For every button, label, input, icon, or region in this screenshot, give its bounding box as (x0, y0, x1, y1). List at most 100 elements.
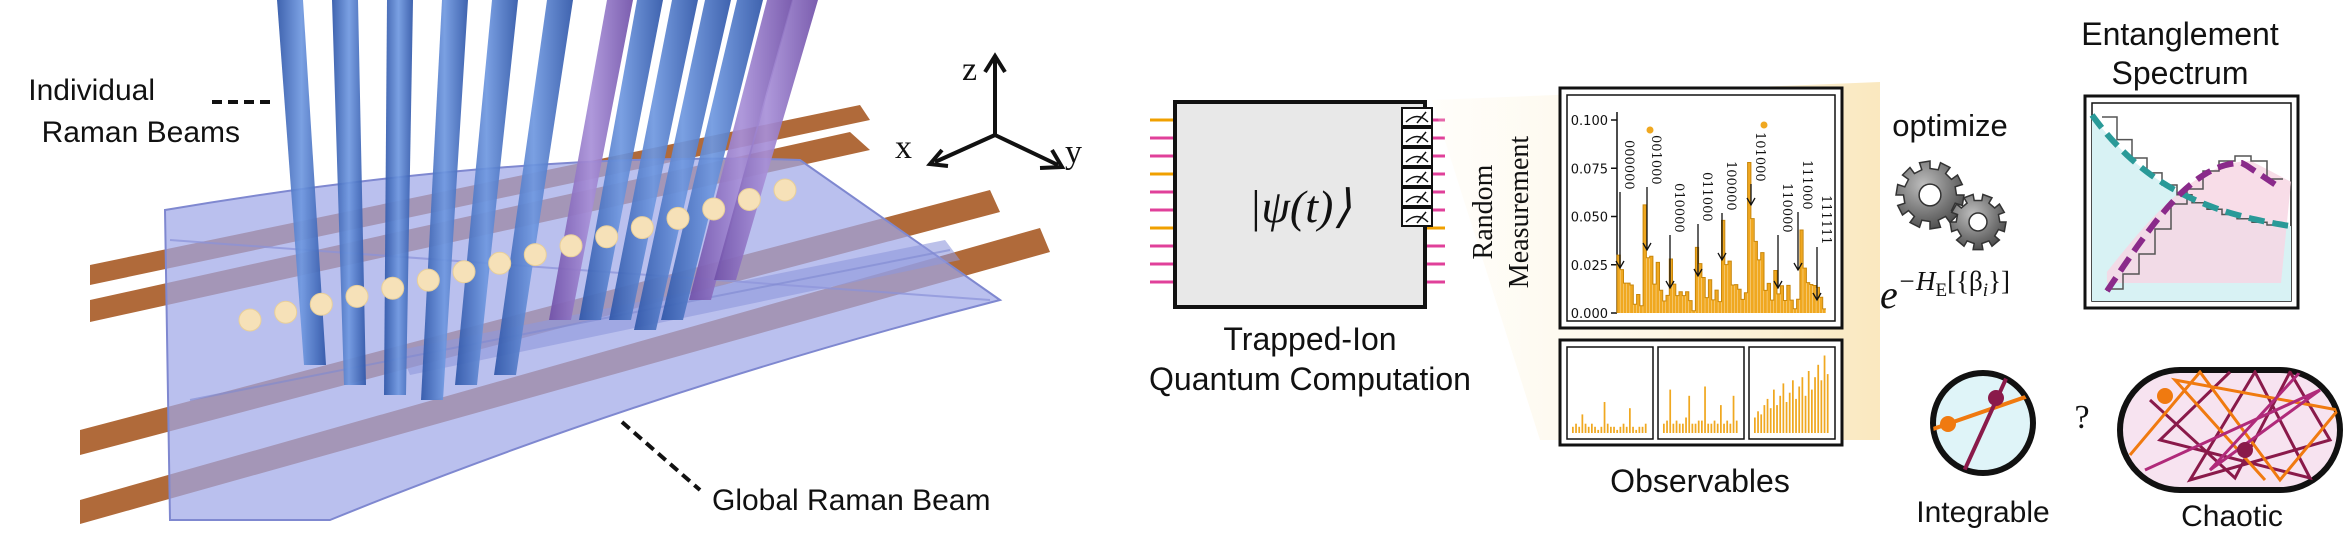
random-measurement-block: Random Measurement 0.1000.0750.0500.0250… (1432, 82, 1880, 499)
histogram-bar (1819, 297, 1823, 313)
observable-bar (1814, 377, 1816, 433)
observable-bar (1641, 426, 1644, 433)
histogram-bar (1685, 291, 1689, 313)
histogram-bar (1620, 269, 1624, 313)
bitstring-label: 111000 (1799, 160, 1814, 210)
histogram-bar (1672, 284, 1676, 313)
spectrum-title-line1: Entanglement (2081, 16, 2279, 52)
meter-needle (1416, 111, 1427, 124)
gear-icon-hub (1918, 183, 1942, 207)
spectrum-title-line2: Spectrum (2112, 55, 2249, 91)
arrow-head (1642, 242, 1652, 252)
entanglement-hamiltonian-formula: e−HE[{βi}] (1880, 266, 2010, 317)
ion (630, 216, 654, 240)
observable-bar (1795, 398, 1797, 433)
gear-icon-hub (1968, 212, 1988, 232)
observable-bar (1597, 429, 1600, 433)
histogram-bar (1708, 279, 1712, 313)
observable-bar (1584, 423, 1587, 433)
optimize-block: optimize e−HE[{βi}] (1880, 108, 2010, 317)
y-tick-label: 0.050 (1571, 211, 1608, 226)
observables-caption: Observables (1610, 463, 1790, 499)
observable-histograms (1558, 338, 1844, 447)
histogram-bar (1695, 247, 1699, 313)
observable-bar (1581, 414, 1584, 433)
histogram-bar (1786, 285, 1790, 313)
observable-bar (1572, 426, 1574, 433)
observable-bar (1801, 377, 1804, 433)
observable-bar (1766, 398, 1769, 433)
histogram-bar (1773, 270, 1777, 313)
observable-bar (1716, 423, 1719, 433)
observable-bar (1587, 426, 1590, 433)
computation-caption-line2: Quantum Computation (1149, 361, 1471, 397)
axes-indicator (926, 52, 1066, 170)
observable-bar (1575, 423, 1577, 433)
bitstring-label: 000000 (1621, 140, 1636, 190)
observable-bar (1638, 426, 1641, 433)
histogram-bar (1780, 285, 1784, 313)
histogram-bar (1750, 218, 1754, 313)
integrable-label: Integrable (1916, 496, 2049, 529)
histogram-bar (1718, 301, 1722, 313)
histogram-bar (1793, 308, 1797, 313)
quantum-computation-block: |ψ(t)⟩ Trapped-Ion Quantum Computation (1149, 100, 1471, 397)
raman-beam (689, 0, 793, 300)
histogram-bar (1744, 292, 1748, 313)
measurement-side-label-line1: Random (1468, 164, 1499, 259)
histogram-bar (1636, 294, 1640, 313)
observable-bar (1720, 405, 1722, 433)
meter-arc (1405, 175, 1429, 183)
observable-bar (1625, 426, 1628, 433)
histogram-bar (1662, 300, 1666, 313)
arrow-head (1665, 280, 1675, 290)
observable-bar (1603, 402, 1606, 433)
histogram-bar (1731, 285, 1735, 313)
arrow-head (1717, 252, 1727, 262)
histogram-bar (1806, 282, 1810, 313)
ion (238, 308, 262, 332)
observable-bar (1820, 380, 1823, 433)
observable-panel (1566, 346, 1654, 440)
arrow-head (1746, 197, 1756, 207)
bitstring-label: 001000 (1648, 135, 1663, 185)
ion-trap-illustration: Individual Raman Beams Global Raman Beam… (28, 0, 1082, 524)
histogram-bar (1822, 308, 1826, 313)
label-global-leader (620, 420, 702, 492)
raman-beam (421, 0, 468, 400)
histogram-bar (1626, 283, 1630, 313)
svg-text:e−HE[{βi}]: e−HE[{βi}] (1880, 266, 2010, 317)
raman-beam (661, 0, 763, 320)
observable-bar (1785, 402, 1788, 433)
peak-dot (1760, 121, 1768, 129)
observable-bar (1691, 423, 1694, 433)
spectrum-pink-area (2106, 161, 2291, 293)
histogram-bar (1741, 299, 1745, 313)
observable-bar (1666, 420, 1668, 433)
axis-x-label: x (895, 129, 912, 166)
observable-bar (1622, 423, 1625, 433)
ion (523, 243, 547, 267)
observable-bar (1782, 383, 1785, 433)
observable-bar (1697, 420, 1700, 433)
meter-arc (1405, 195, 1429, 203)
observable-bar (1701, 420, 1703, 433)
observable-bar (1678, 423, 1681, 433)
ion (274, 300, 298, 324)
ion (666, 206, 690, 230)
histogram-bar (1747, 162, 1751, 313)
observable-bar (1685, 417, 1687, 433)
bitstring-label: 011000 (1699, 172, 1714, 222)
arrow-head (1793, 262, 1803, 272)
histogram-bar (1721, 220, 1725, 313)
observable-bar (1826, 374, 1829, 433)
observable-bar (1632, 426, 1634, 433)
observable-bar (1635, 429, 1638, 433)
observable-bar (1688, 395, 1691, 433)
spectrum-purple-curve (2104, 159, 2283, 293)
observable-bar (1672, 423, 1675, 433)
histogram-bars (1616, 121, 1826, 313)
